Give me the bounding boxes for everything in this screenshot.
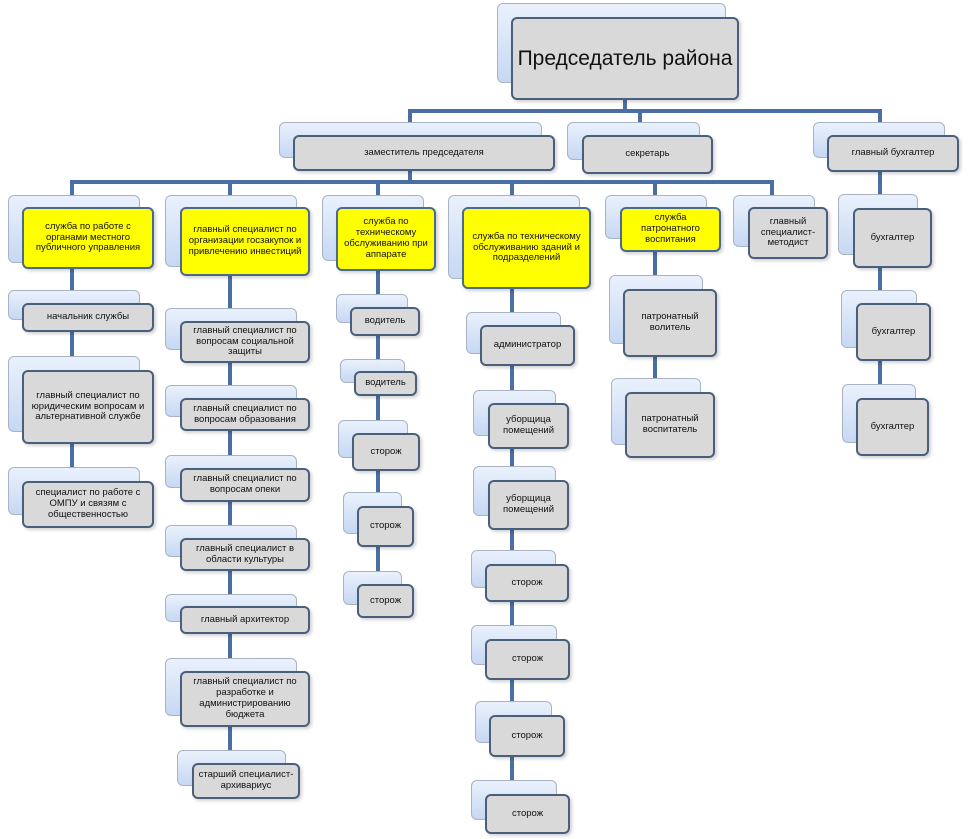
node-watchman-4: сторож <box>471 550 569 602</box>
node-service-patronage: служба патронатного воспитания <box>605 195 721 253</box>
node-driver-1-label: водитель <box>350 307 420 336</box>
node-chief-spec-social-label: главный специалист по вопросам социально… <box>180 321 310 363</box>
node-chief-spec-education-label: главный специалист по вопросам образован… <box>180 398 310 431</box>
node-senior-archivist-label: старший специалист-архивариус <box>192 763 300 799</box>
node-patronage-educator-1: патронатный волитель <box>609 275 717 358</box>
node-patronage-educator-2: патронатный воспитатель <box>611 378 715 459</box>
node-chief-spec-legal: главный специалист по юридическим вопрос… <box>8 356 154 445</box>
node-chief-architect-label: главный архитектор <box>180 606 310 634</box>
node-cleaner-1: уборщица помещений <box>473 390 569 450</box>
node-accountant-1-label: бухгалтер <box>853 208 932 268</box>
node-spec-ompu-label: специалист по работе с ОМПУ и связям с о… <box>22 481 154 528</box>
node-cleaner-1-label: уборщица помещений <box>488 403 569 449</box>
node-watchman-6-label: сторож <box>489 715 565 757</box>
node-watchman-2-label: сторож <box>357 506 414 547</box>
node-watchman-3-label: сторож <box>357 584 414 618</box>
node-chief-spec-procurement-label: главный специалист по организации госзак… <box>180 207 310 276</box>
node-watchman-7: сторож <box>471 780 570 834</box>
node-watchman-5-label: сторож <box>485 639 570 680</box>
node-chief-spec-education: главный специалист по вопросам образован… <box>165 385 310 432</box>
node-chief-spec-budget: главный специалист по разработке и админ… <box>165 658 310 728</box>
node-service-tech-buildings: служба по техническому обслуживанию здан… <box>448 195 591 290</box>
node-driver-1: водитель <box>336 294 420 337</box>
node-cleaner-2: уборщица помещений <box>473 466 569 530</box>
node-watchman-6: сторож <box>475 701 565 757</box>
node-service-tech-apparatus-label: служба по техническому обслуживанию при … <box>336 207 436 271</box>
node-service-local-gov-label: служба по работе с органами местного пуб… <box>22 207 154 269</box>
node-chief-spec-legal-label: главный специалист по юридическим вопрос… <box>22 370 154 444</box>
node-service-tech-apparatus: служба по техническому обслуживанию при … <box>322 195 436 272</box>
node-chair: Председатель района <box>497 3 741 100</box>
node-driver-2-label: водитель <box>354 371 417 396</box>
node-chief-spec-social: главный специалист по вопросам социально… <box>165 308 310 364</box>
node-patronage-educator-2-label: патронатный воспитатель <box>625 392 715 458</box>
node-driver-2: водитель <box>340 359 417 397</box>
node-accountant-2: бухгалтер <box>841 290 931 362</box>
node-watchman-4-label: сторож <box>485 564 569 602</box>
node-chief-spec-culture-label: главный специалист в области культуры <box>180 538 310 571</box>
node-chief-spec-budget-label: главный специалист по разработке и админ… <box>180 671 310 727</box>
node-accountant-2-label: бухгалтер <box>856 303 931 361</box>
node-administrator-label: администратор <box>480 325 575 366</box>
node-accountant-3: бухгалтер <box>842 384 929 457</box>
node-spec-ompu: специалист по работе с ОМПУ и связям с о… <box>8 467 154 529</box>
node-secretary: секретарь <box>567 122 714 175</box>
node-head-of-service: начальник службы <box>8 290 154 333</box>
node-watchman-3: сторож <box>343 571 414 619</box>
node-head-of-service-label: начальник службы <box>22 303 154 332</box>
node-chief-spec-methodist: главный специалист-методист <box>733 195 828 260</box>
node-secretary-label: секретарь <box>582 135 713 174</box>
node-watchman-7-label: сторож <box>485 794 570 834</box>
node-watchman-1: сторож <box>338 420 420 472</box>
node-accountant-3-label: бухгалтер <box>856 398 929 456</box>
node-service-patronage-label: служба патронатного воспитания <box>620 207 721 252</box>
node-chief-accountant-label: главный бухгалтер <box>827 135 959 172</box>
node-patronage-educator-1-label: патронатный волитель <box>623 289 717 357</box>
node-accountant-1: бухгалтер <box>838 194 932 269</box>
node-cleaner-2-label: уборщица помещений <box>488 480 569 530</box>
node-chief-spec-culture: главный специалист в области культуры <box>165 525 310 572</box>
node-watchman-2: сторож <box>343 492 414 548</box>
node-chief-spec-methodist-label: главный специалист-методист <box>748 207 828 259</box>
node-administrator: администратор <box>466 312 575 367</box>
node-deputy: заместитель председателя <box>279 122 555 172</box>
node-service-tech-buildings-label: служба по техническому обслуживанию здан… <box>462 207 591 289</box>
node-chief-spec-guardianship-label: главный специалист по вопросам опеки <box>180 468 310 502</box>
node-chair-label: Председатель района <box>511 17 739 100</box>
node-chief-spec-procurement: главный специалист по организации госзак… <box>165 195 310 277</box>
node-service-local-gov: служба по работе с органами местного пуб… <box>8 195 154 270</box>
node-watchman-5: сторож <box>471 625 570 680</box>
node-chief-spec-guardianship: главный специалист по вопросам опеки <box>165 455 310 503</box>
node-senior-archivist: старший специалист-архивариус <box>177 750 300 800</box>
node-deputy-label: заместитель председателя <box>293 135 555 171</box>
node-chief-architect: главный архитектор <box>165 594 310 635</box>
node-watchman-1-label: сторож <box>352 433 420 471</box>
node-chief-accountant: главный бухгалтер <box>813 122 959 173</box>
